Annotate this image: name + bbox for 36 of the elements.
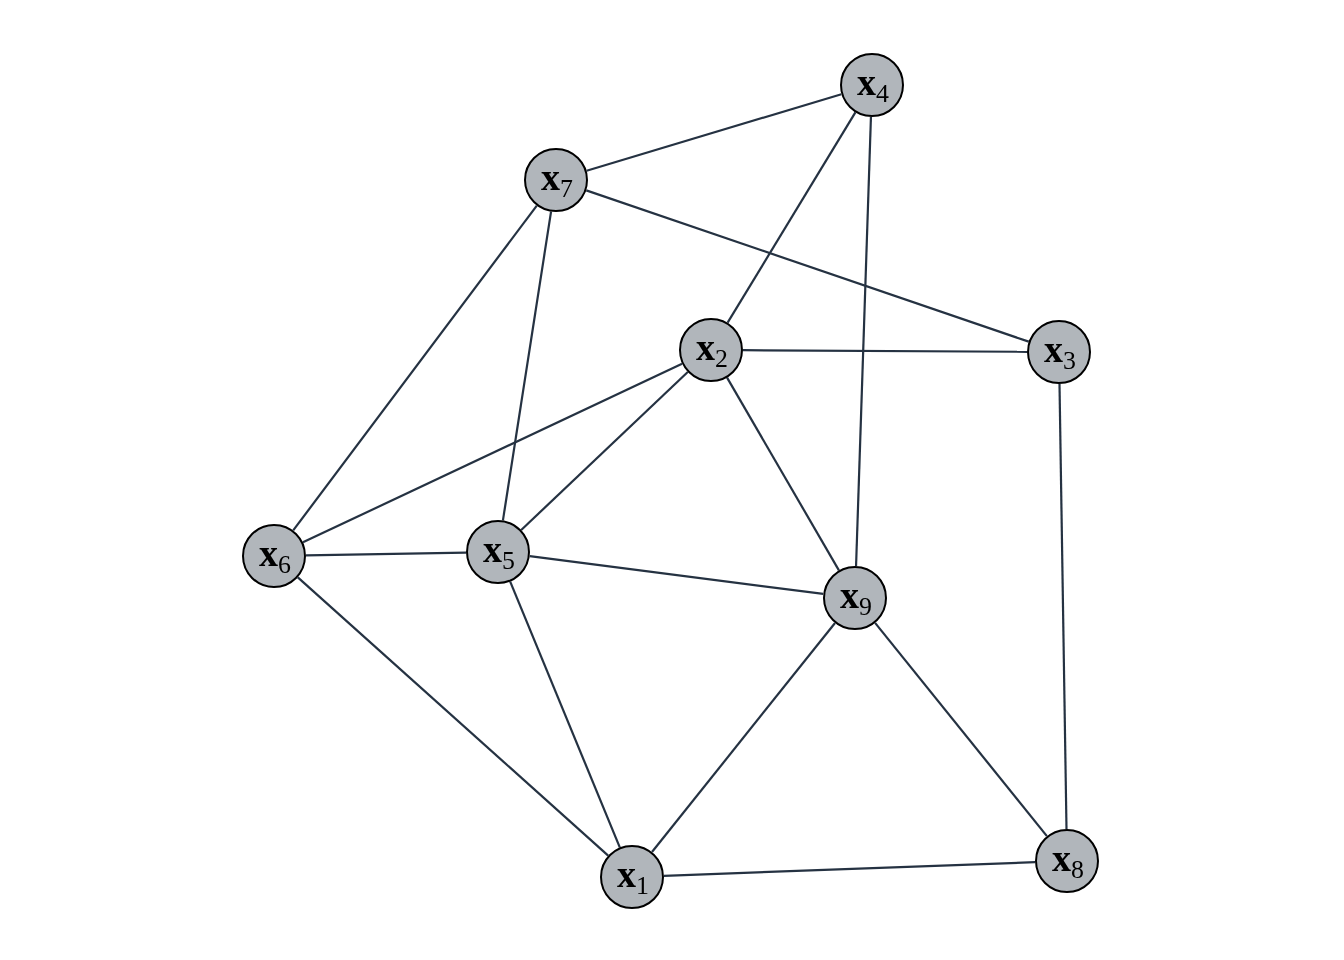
connector-line [1058, 384, 1068, 829]
connector-line [651, 622, 836, 853]
node-label: x$_{9}$ [840, 576, 872, 614]
connector-line [874, 622, 1048, 837]
connector-line [726, 111, 857, 324]
connector-line [501, 211, 553, 521]
connector-line [306, 551, 467, 557]
node-circle [242, 524, 306, 588]
connector-line [586, 93, 842, 172]
node-label: x$_{5}$ [483, 530, 515, 568]
node-label: x$_{4}$ [857, 63, 889, 101]
node-label: x$_{1}$ [617, 855, 649, 893]
node-label: x$_{2}$ [696, 328, 728, 366]
node-label: x$_{7}$ [541, 158, 573, 196]
connector-line [743, 349, 1027, 353]
node-label: x$_{3}$ [1044, 330, 1076, 368]
node-circle [600, 845, 664, 909]
node-circle [466, 520, 530, 584]
connector-line [297, 576, 609, 857]
connector-line [509, 581, 621, 848]
node-circle [840, 53, 904, 117]
node-circle [524, 148, 588, 212]
connector-line [585, 189, 1030, 343]
connector-line [726, 377, 840, 571]
connector-line [663, 861, 1036, 877]
node-label: x$_{8}$ [1052, 839, 1084, 877]
node-label: x$_{6}$ [259, 534, 291, 572]
connector-line [529, 555, 824, 595]
node-circle [823, 566, 887, 630]
connector-line [302, 362, 683, 544]
node-circle [1027, 320, 1091, 384]
connector-line [854, 116, 873, 567]
connector-line [520, 371, 689, 531]
connector-line [292, 204, 538, 532]
node-circle [679, 318, 743, 382]
node-circle [1035, 829, 1099, 893]
